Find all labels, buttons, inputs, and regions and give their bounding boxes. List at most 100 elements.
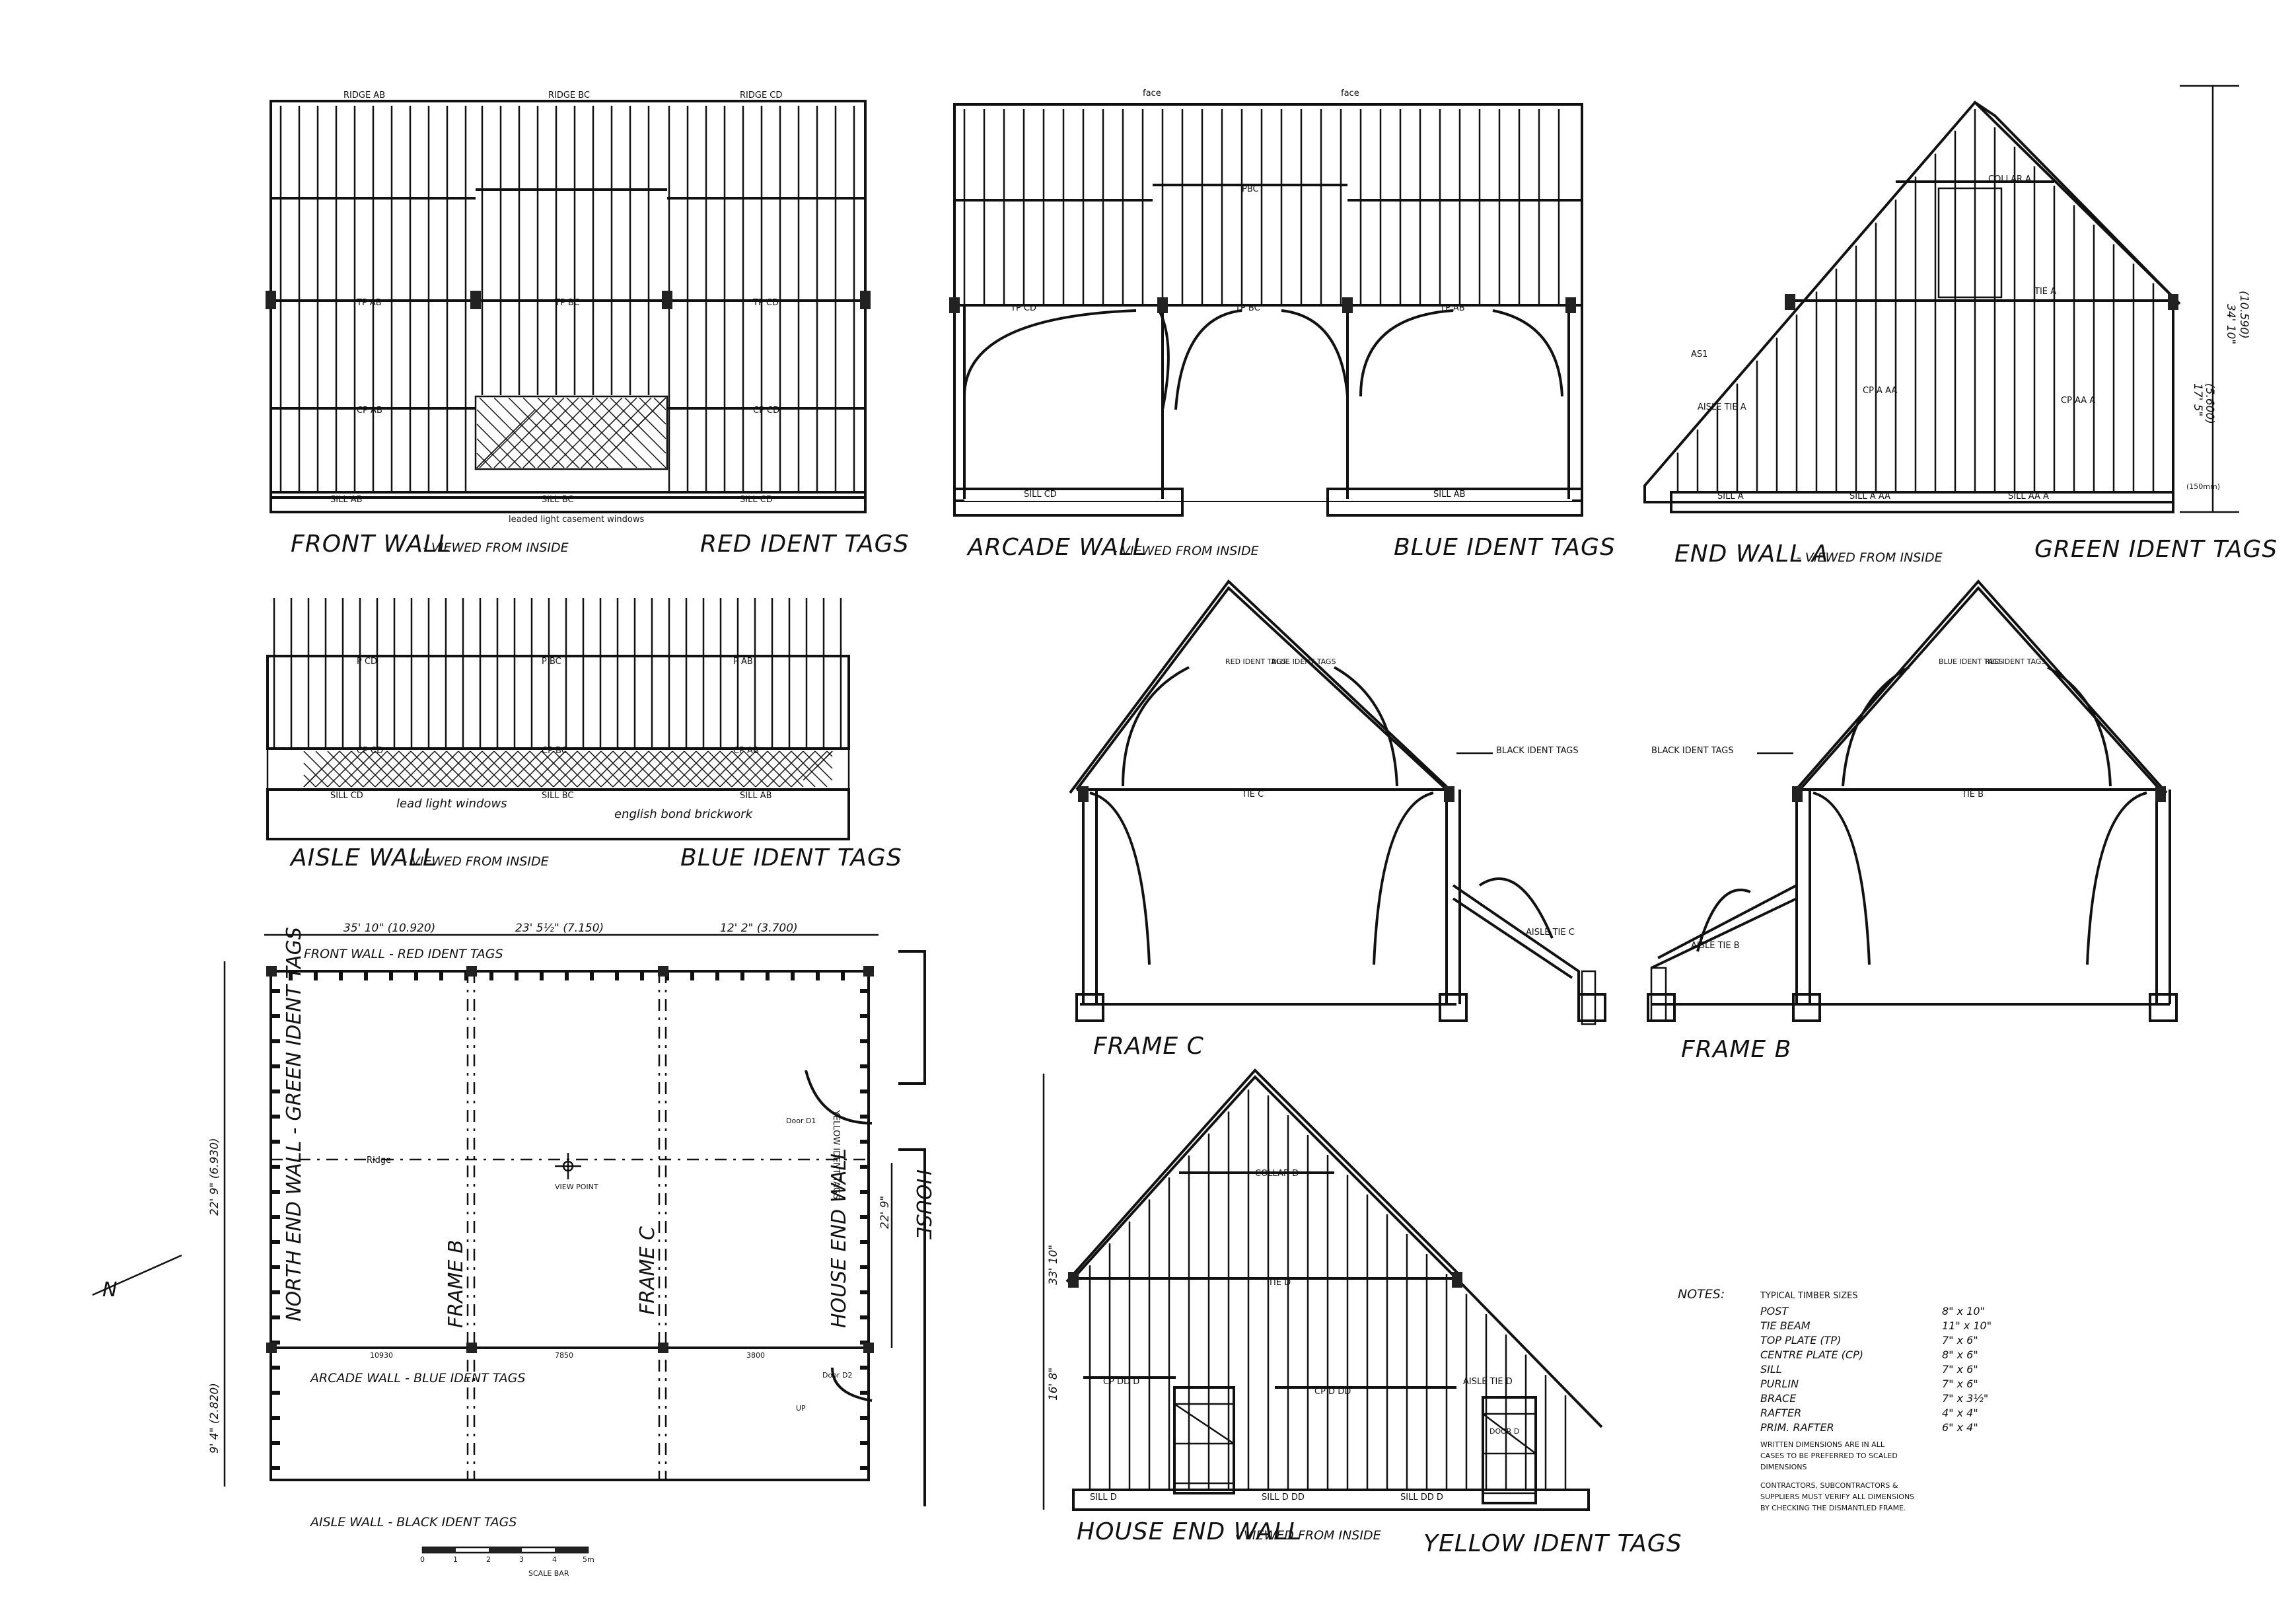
tie-a-label: TIE A bbox=[2034, 287, 2056, 297]
ridge-cd-label: RIDGE CD bbox=[740, 91, 782, 100]
frame-c-section: TIE C AISLE TIE C RED IDENT TAGS BLUE ID… bbox=[1069, 579, 1606, 1060]
view-point-icon bbox=[555, 1153, 581, 1179]
plan-yellow-tags: YELLOW IDENT TAGS bbox=[831, 1109, 841, 1199]
aisle-wall-elevation: P CD P BC P AB CP CD CP BC CP AB SILL CD… bbox=[266, 598, 902, 871]
lattice-line bbox=[581, 397, 652, 468]
frame-c-title: FRAME C bbox=[1093, 1033, 1204, 1060]
aisle-wall-title: AISLE WALL bbox=[289, 844, 437, 871]
plan-north-end-wall: NORTH END WALL - GREEN IDENT TAGS bbox=[283, 927, 306, 1321]
cp-dd-d-label: CP DD D bbox=[1103, 1377, 1139, 1387]
frame-b-title: FRAME B bbox=[1681, 1036, 1791, 1063]
aisle-wall-subtitle: - VIEWED FROM INSIDE bbox=[403, 854, 549, 869]
leaded-casement-window bbox=[474, 395, 668, 470]
door-d bbox=[1482, 1396, 1537, 1504]
end-wall-a-tags: GREEN IDENT TAGS bbox=[2034, 536, 2278, 563]
frame-c-black-tags: BLACK IDENT TAGS bbox=[1496, 746, 1579, 756]
lattice-line bbox=[522, 397, 594, 468]
lattice-line bbox=[508, 397, 579, 468]
ridge-ab-label: RIDGE AB bbox=[343, 91, 385, 100]
plan-right-dim: 22' 9" bbox=[879, 1196, 892, 1229]
plan-frame-c: FRAME C bbox=[636, 1226, 659, 1315]
tp-cd-label: TP CD bbox=[752, 298, 779, 308]
cp-d-dd-label: CP D DD bbox=[1314, 1387, 1351, 1397]
sill-d-label: SILL D bbox=[1090, 1493, 1117, 1502]
plan-view-point: VIEW POINT bbox=[555, 1183, 598, 1191]
aisle-lead-light-note: lead light windows bbox=[396, 797, 507, 811]
aisle-lead-light-windows bbox=[303, 751, 833, 788]
timber-size-value: 7" x 6" bbox=[1942, 1378, 1978, 1390]
tie-d-label: TIE D bbox=[1268, 1278, 1291, 1288]
aisle-tie-a-label: AISLE TIE A bbox=[1698, 402, 1746, 412]
timber-size-name: RAFTER bbox=[1760, 1407, 1801, 1419]
cp-ab-label: CP AB bbox=[357, 406, 382, 416]
arcade-wall-tags: BLUE IDENT TAGS bbox=[1394, 534, 1616, 561]
sill-bc-label: SILL BC bbox=[542, 495, 573, 505]
tp-bc-arcade-label: TP BC bbox=[1235, 303, 1260, 313]
timber-size-value: 8" x 10" bbox=[1942, 1305, 1985, 1317]
note-1-line-2: CASES TO BE PREFERRED TO SCALED bbox=[1760, 1452, 1898, 1460]
end-a-overall-dim: 34' 10" bbox=[2224, 304, 2237, 344]
end-wall-a-subtitle: - VIEWED FROM INSIDE bbox=[1797, 550, 1943, 565]
aisle-p-bc: P BC bbox=[542, 657, 561, 667]
house-end-wall-studs bbox=[1089, 1089, 1567, 1490]
aisle-tie-d-label: AISLE TIE D bbox=[1463, 1377, 1513, 1387]
note-1-line-1: WRITTEN DIMENSIONS ARE IN ALL bbox=[1760, 1440, 1885, 1449]
plan-house-label: HOUSE bbox=[912, 1169, 935, 1239]
cp-a-aa-label: CP A AA bbox=[1863, 386, 1897, 396]
timber-sizes-title: TYPICAL TIMBER SIZES bbox=[1760, 1291, 1858, 1301]
lattice-line bbox=[493, 397, 565, 468]
aisle-sill-cd: SILL CD bbox=[330, 791, 363, 801]
aisle-cp-cd: CP CD bbox=[357, 746, 383, 756]
front-wall-elevation: RIDGE AB RIDGE BC RIDGE CD TP AB TP BC T… bbox=[266, 91, 909, 558]
lattice-line bbox=[552, 397, 623, 468]
plan-door-d1: Door D1 bbox=[786, 1117, 816, 1125]
house-end-wall-tags: YELLOW IDENT TAGS bbox=[1423, 1530, 1682, 1557]
sill-d-dd-label: SILL D DD bbox=[1262, 1493, 1305, 1502]
cp-aa-a-label: CP AA A bbox=[2061, 396, 2095, 406]
timber-size-name: POST bbox=[1760, 1305, 1789, 1317]
lattice-line bbox=[653, 397, 666, 410]
plan-arcade-label: ARCADE WALL - BLUE IDENT TAGS bbox=[309, 1371, 525, 1385]
tie-b-label: TIE B bbox=[1961, 790, 1984, 799]
plan-left-dim-2: 9' 4" (2.820) bbox=[208, 1383, 221, 1454]
plan-arcade-dim-3: 3800 bbox=[746, 1351, 765, 1360]
collar-a-label: COLLAR A bbox=[1988, 174, 2031, 184]
aisle-tie-b-label: AISLE TIE B bbox=[1691, 941, 1740, 951]
frame-b-black-tags: BLACK IDENT TAGS bbox=[1651, 746, 1734, 756]
scale-5m: 5m bbox=[583, 1555, 594, 1564]
tie-c-label: TIE C bbox=[1241, 790, 1264, 799]
plan-stud-marks bbox=[272, 973, 868, 1470]
aisle-sill-bc: SILL BC bbox=[542, 791, 573, 801]
aisle-wall-tags: BLUE IDENT TAGS bbox=[680, 844, 902, 871]
aisle-p-cd: P CD bbox=[357, 657, 377, 667]
plan-frame-b: FRAME B bbox=[445, 1239, 468, 1328]
front-wall-studs bbox=[279, 106, 855, 492]
house-end-wall-subtitle: - VIEWED FROM INSIDE bbox=[1235, 1528, 1381, 1543]
end-a-wall-metric: (5.600) bbox=[2203, 383, 2216, 424]
aisle-brickwork-note: english bond brickwork bbox=[614, 807, 754, 821]
front-wall-title: FRONT WALL bbox=[291, 531, 451, 558]
end-wall-a-elevation: COLLAR A TIE A CP A AA CP AA A SILL A SI… bbox=[1643, 85, 2278, 568]
plan-left-dim-1: 22' 9" (6.930) bbox=[208, 1138, 221, 1216]
aisle-cp-ab: CP AB bbox=[733, 746, 759, 756]
floor-plan: 35' 10" (10.920) 23' 5½" (7.150) 12' 2" … bbox=[92, 922, 935, 1578]
sill-ab-arcade-label: SILL AB bbox=[1433, 490, 1466, 499]
north-arrow-icon bbox=[92, 1254, 182, 1296]
plan-dim-cd: 12' 2" (3.700) bbox=[720, 922, 798, 935]
sill-cd-arcade-label: SILL CD bbox=[1024, 490, 1057, 499]
front-wall-subtitle: - VIEWED FROM INSIDE bbox=[423, 540, 569, 555]
end-a-overall-metric: (10.590) bbox=[2237, 291, 2250, 339]
face-label-2: face bbox=[1341, 89, 1359, 98]
arcade-wall-title: ARCADE WALL bbox=[966, 534, 1147, 561]
aisle-p-ab: P AB bbox=[733, 657, 753, 667]
house-end-wall-elevation: COLLAR D TIE D CP DD D CP D DD SILL D SI… bbox=[1042, 1068, 1682, 1557]
north-arrow-label: N bbox=[102, 1278, 117, 1302]
front-wall-tags: RED IDENT TAGS bbox=[700, 531, 909, 558]
aisle-wall-studs bbox=[273, 598, 842, 749]
timber-size-name: BRACE bbox=[1760, 1392, 1797, 1405]
aisle-tie-c-label: AISLE TIE C bbox=[1526, 928, 1575, 938]
scale-1: 1 bbox=[453, 1555, 458, 1564]
collar-d-label: COLLAR D bbox=[1255, 1169, 1299, 1179]
plan-ridge-label: Ridge bbox=[367, 1156, 391, 1165]
